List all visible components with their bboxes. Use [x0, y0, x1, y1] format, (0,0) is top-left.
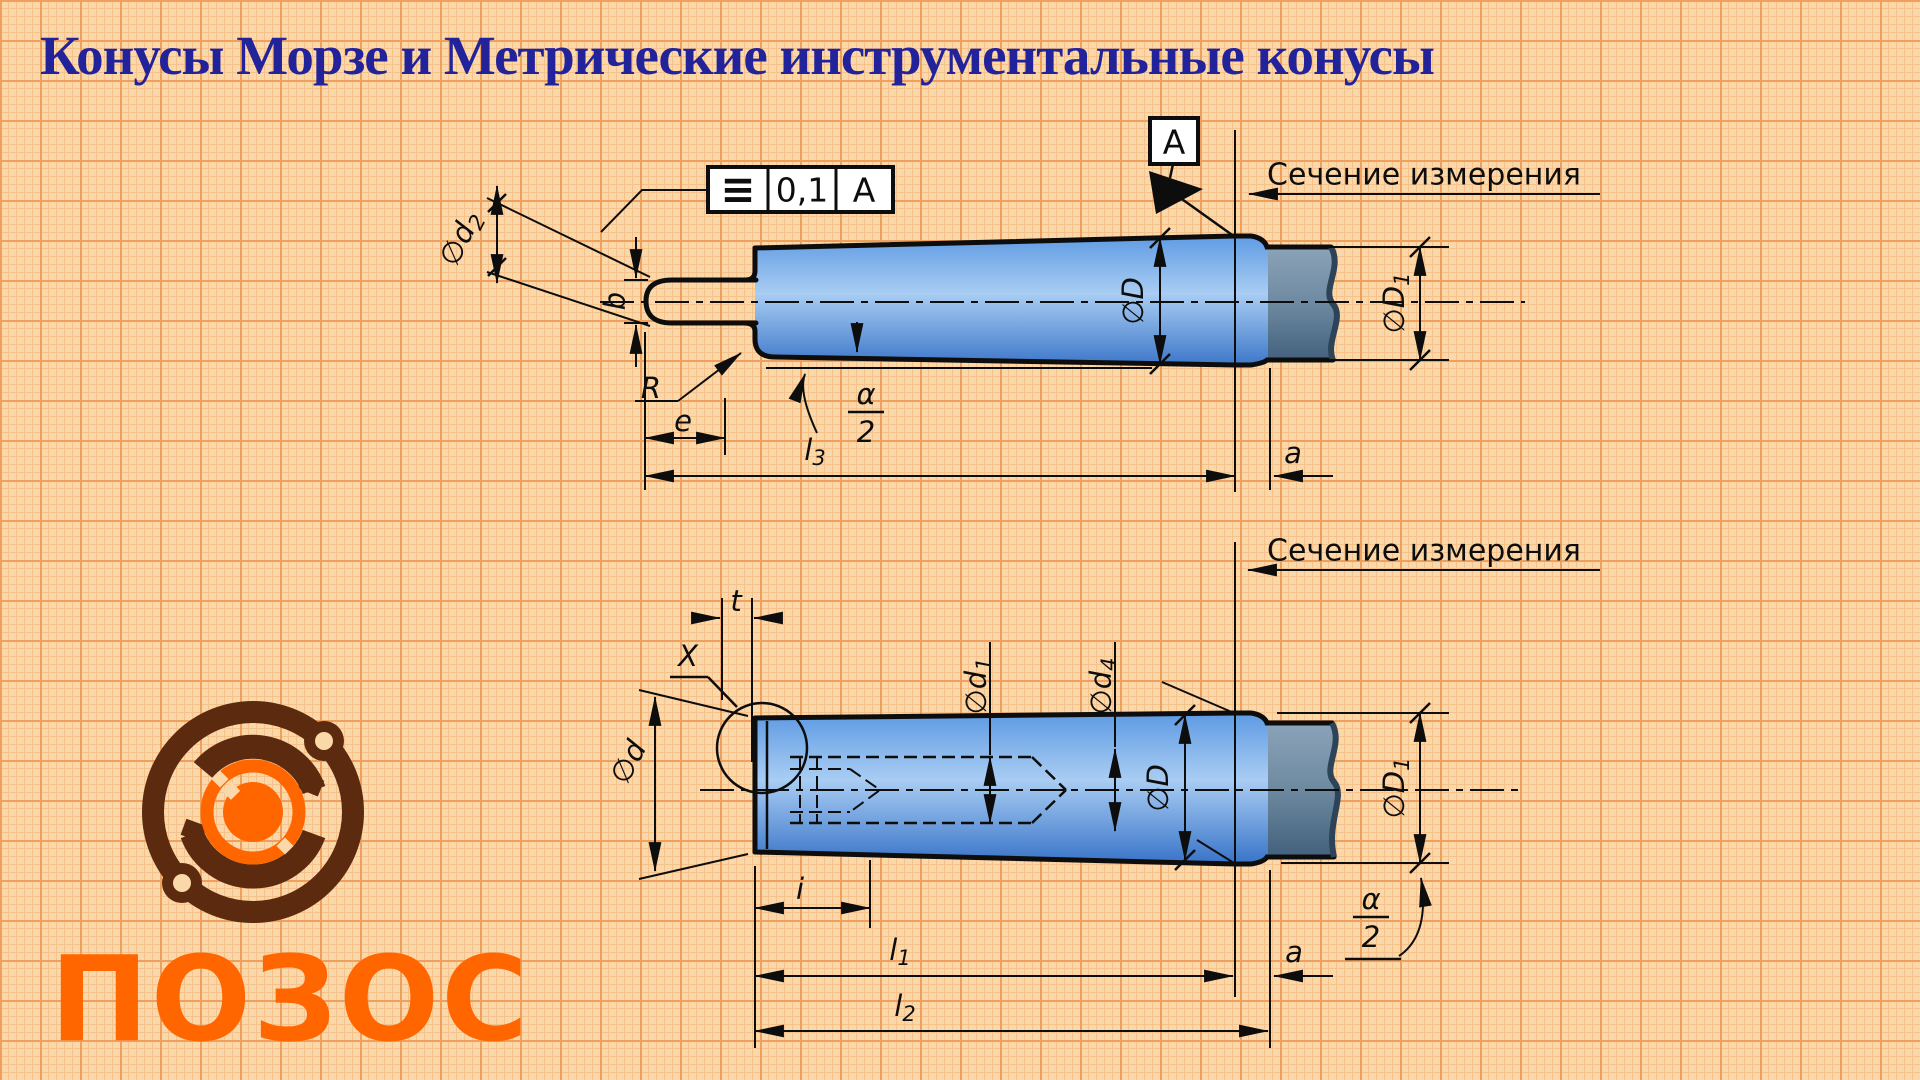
taper-body [755, 236, 1235, 365]
svg-text:R: R [641, 371, 661, 405]
dimension-i: i [753, 860, 872, 1048]
logo-center-disc [223, 782, 283, 842]
dimension-d1: ∅d1 [959, 642, 997, 825]
datum-flag: A [1148, 116, 1236, 239]
collar-body [1235, 713, 1268, 864]
svg-text:∅d4: ∅d4 [1084, 657, 1121, 714]
dimension-l3: l3 [643, 433, 1237, 483]
datum-triangle [1149, 171, 1203, 214]
svg-text:∅D: ∅D [1116, 277, 1150, 325]
shank-body [1268, 723, 1338, 857]
svg-text:2: 2 [857, 415, 875, 449]
tolerance-value: 0,1 [776, 171, 828, 210]
dimension-big-d1: ∅D1 [1277, 236, 1449, 371]
break-line [1326, 245, 1340, 362]
svg-text:l1: l1 [889, 933, 910, 970]
svg-text:∅D1: ∅D1 [1377, 758, 1414, 819]
tolerance-frame: ≡ 0,1 A [600, 165, 895, 233]
svg-text:e: e [674, 404, 692, 438]
svg-text:l2: l2 [894, 989, 915, 1026]
svg-text:l3: l3 [804, 433, 825, 470]
dimension-a: a [1269, 870, 1333, 1048]
logo-wordmark: ПОЗОС [50, 930, 530, 1068]
svg-text:∅D: ∅D [1141, 764, 1175, 812]
internal-taper-drawing: t X ∅d ∅d1 ∅d4 ∅D [603, 534, 1600, 1048]
shank-body [1268, 247, 1337, 360]
logo-mid-arc-bottom [180, 829, 326, 889]
collar-body [1235, 236, 1268, 365]
dimension-big-d: ∅D [1116, 227, 1171, 375]
svg-text:b: b [598, 292, 632, 310]
dimension-d4: ∅d4 [1084, 642, 1122, 833]
dimension-alpha-half: α 2 [766, 322, 1152, 449]
svg-text:∅d: ∅d [603, 734, 654, 789]
svg-text:X: X [676, 639, 699, 673]
break-line [1327, 721, 1341, 858]
detail-circle [715, 701, 809, 795]
svg-text:α: α [856, 377, 875, 411]
dimension-t: t [691, 584, 783, 762]
logo-orange-ring [200, 759, 306, 865]
dimension-d: ∅d [603, 689, 749, 880]
dimension-b: b [598, 237, 648, 367]
dimension-alpha-half: α 2 [1345, 876, 1432, 961]
svg-text:a: a [1285, 935, 1303, 969]
section-label: Сечение измерения [1267, 534, 1581, 569]
svg-text:∅D1: ∅D1 [1377, 273, 1414, 334]
radius-leader: R [635, 352, 742, 405]
svg-text:a: a [1284, 436, 1302, 470]
logo-outer-ring [142, 701, 364, 923]
dimension-a: a [1272, 436, 1333, 483]
svg-text:2: 2 [1362, 920, 1380, 954]
external-taper-drawing: Сечение измерения ≡ 0,1 A A ∅d2 [432, 116, 1600, 492]
svg-text:α: α [1361, 882, 1380, 916]
dimension-big-d: ∅D [1141, 681, 1235, 871]
svg-text:A: A [1163, 123, 1186, 162]
detail-x-marker: X [670, 639, 809, 795]
dimension-l2: l2 [753, 989, 1270, 1038]
tolerance-symbol: ≡ [720, 165, 755, 214]
page-title: Конусы Морзе и Метрические инструменталь… [40, 25, 1435, 86]
pozos-logo: ПОЗОС [50, 701, 530, 1068]
svg-text:i: i [796, 872, 804, 906]
svg-text:t: t [730, 584, 743, 618]
section-label: Сечение измерения [1267, 158, 1581, 193]
dimension-l1: l1 [753, 933, 1235, 983]
dimension-big-d1: ∅D1 [1277, 702, 1449, 874]
svg-text:∅d1: ∅d1 [959, 657, 996, 714]
dimension-e: e [643, 332, 727, 490]
svg-text:∅d2: ∅d2 [432, 205, 491, 273]
tolerance-datum: A [853, 171, 876, 210]
